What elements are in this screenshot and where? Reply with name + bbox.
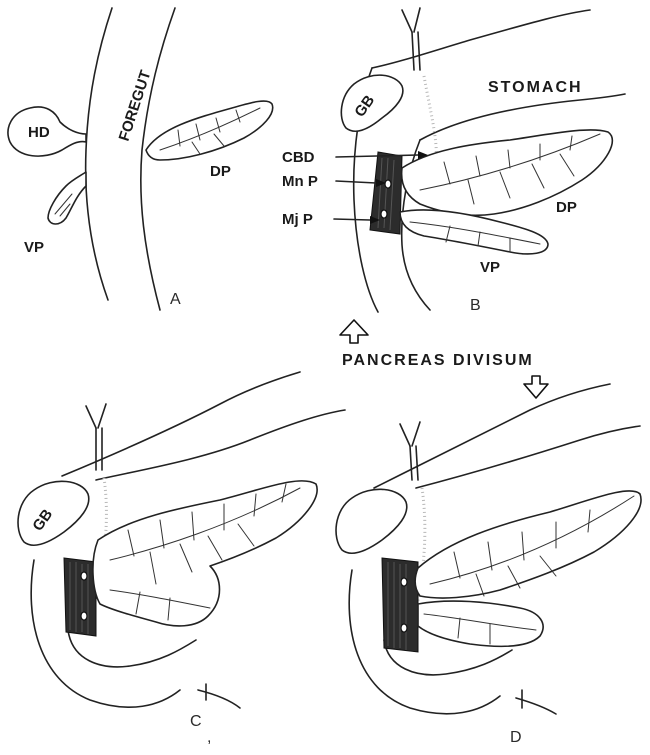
down-arrow-icon — [524, 376, 548, 398]
ampulla-block-d — [382, 558, 418, 652]
panel-b-letter: B — [470, 297, 481, 314]
dorsal-pancreas-d — [415, 491, 641, 598]
up-arrow-icon — [340, 320, 368, 343]
hepatic-duct-right-c — [98, 404, 106, 428]
stomach-label: STOMACH — [488, 79, 583, 96]
panel-a-letter: A — [170, 291, 181, 308]
hepatic-duct-left-d — [400, 424, 410, 446]
ventral-pancreas-bud-a — [48, 172, 86, 224]
mj-p-label: Mj P — [282, 211, 313, 228]
dorsal-pancreas-b — [402, 130, 613, 215]
minor-papilla-b — [385, 180, 391, 188]
panel-b: GB STOMACH CBD Mn P Mj P DP VP B — [282, 8, 625, 314]
vp-label-a: VP — [24, 239, 44, 256]
panel-d: D — [336, 384, 641, 746]
ventral-pancreas-d — [418, 601, 543, 646]
major-papilla-d — [401, 624, 407, 632]
dorsal-pancreas-bud-a — [146, 101, 273, 160]
major-papilla-c — [81, 612, 87, 620]
ampulla-block-c — [64, 558, 96, 636]
pancreas-divisum-title: PANCREAS DIVISUM — [342, 352, 534, 369]
hepatic-duct-left-b — [402, 10, 412, 32]
hepatic-duct-left-c — [86, 406, 96, 428]
panel-c-letter: C — [190, 713, 202, 730]
gallbladder-d — [336, 489, 407, 553]
pancreas-divisum-caption: PANCREAS DIVISUM — [340, 320, 548, 398]
panel-d-letter: D — [510, 729, 522, 746]
hepatic-duct-right-d — [412, 422, 420, 446]
foregut-left-wall — [86, 8, 112, 300]
footer-mark: , — [207, 729, 211, 746]
minor-papilla-d — [401, 578, 407, 586]
cbd-dotted-path-b — [424, 76, 436, 160]
stomach-upper-curve-c — [62, 372, 300, 476]
hepatic-duct-right-b — [414, 8, 420, 32]
minor-papilla-c — [81, 572, 87, 580]
gallbladder-c — [18, 481, 89, 545]
dp-label-a: DP — [210, 163, 231, 180]
stomach-upper-curve — [372, 10, 590, 68]
mn-p-arrow — [336, 179, 386, 187]
stomach-upper-curve-d — [374, 384, 610, 488]
mn-p-label: Mn P — [282, 173, 318, 190]
panel-c: GB C , — [18, 372, 345, 746]
dp-label-b: DP — [556, 199, 577, 216]
major-papilla-b — [381, 210, 387, 218]
fused-pancreas-c — [93, 481, 317, 626]
panel-a: HD VP DP FOREGUT A — [8, 8, 273, 310]
duodenum-inner-c — [68, 630, 196, 667]
cbd-label: CBD — [282, 149, 315, 166]
hd-label: HD — [28, 124, 50, 141]
vp-label-b: VP — [480, 259, 500, 276]
